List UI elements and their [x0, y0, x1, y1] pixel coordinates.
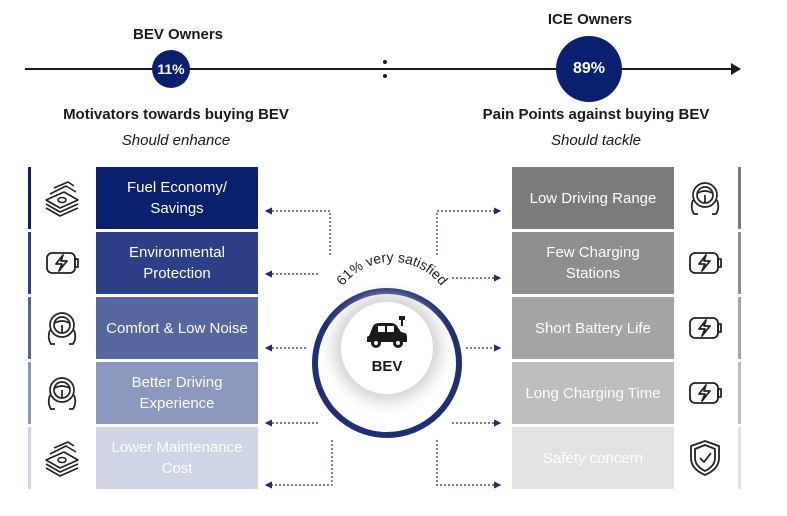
row-marker — [738, 297, 741, 359]
row-marker — [28, 427, 31, 489]
timeline-axis — [25, 68, 733, 70]
satisfaction-arc-text: 61% very satisfied — [333, 249, 451, 288]
electric-car-icon — [367, 316, 407, 348]
battery-charge-icon — [689, 382, 722, 404]
pain-point-short-battery-life: Short Battery Life — [512, 297, 674, 359]
row-marker — [28, 362, 31, 424]
bev-owners-share: 11% — [152, 50, 190, 88]
ice-owners-label: ICE Owners — [547, 11, 633, 28]
pain-points-title: Pain Points against buying BEV — [482, 106, 710, 123]
battery-charge-icon — [689, 252, 722, 274]
ice-owners-share: 89% — [556, 36, 622, 102]
battery-charge-icon — [46, 252, 79, 274]
bev-center-label: BEV — [371, 358, 403, 375]
row-marker — [738, 362, 741, 424]
motivator-better-driving-experience: Better Driving Experience — [96, 362, 258, 424]
separator-dot — [383, 60, 387, 64]
money-stack-icon — [45, 441, 79, 477]
money-stack-icon — [45, 181, 79, 217]
pain-point-safety-concern: Safety concern — [512, 427, 674, 489]
row-marker — [28, 167, 31, 229]
battery-charge-icon — [689, 317, 722, 339]
row-marker — [28, 232, 31, 294]
row-marker — [738, 232, 741, 294]
pain-point-few-charging-stations: Few Charging Stations — [512, 232, 674, 294]
timeline-arrowhead — [731, 63, 741, 75]
satisfaction-text: 61% very satisfied — [333, 249, 451, 288]
motivator-fuel-economy: Fuel Economy/ Savings — [96, 167, 258, 229]
pain-point-long-charging-time: Long Charging Time — [512, 362, 674, 424]
steering-wheel-icon — [47, 312, 77, 345]
separator-dot — [383, 74, 387, 78]
motivator-environmental-protection: Environmental Protection — [96, 232, 258, 294]
bev-owners-label: BEV Owners — [132, 26, 224, 43]
pain-points-subtitle: Should tackle — [550, 132, 642, 149]
row-marker — [738, 427, 741, 489]
motivator-comfort-low-noise: Comfort & Low Noise — [96, 297, 258, 359]
motivators-subtitle: Should enhance — [121, 132, 231, 149]
row-marker — [28, 297, 31, 359]
motivator-lower-maintenance-cost: Lower Maintenance Cost — [96, 427, 258, 489]
bev-inner-circle — [341, 302, 433, 394]
pain-point-low-driving-range: Low Driving Range — [512, 167, 674, 229]
motivators-title: Motivators towards buying BEV — [63, 106, 289, 123]
steering-wheel-icon — [690, 182, 720, 215]
steering-wheel-icon — [47, 377, 77, 410]
row-marker — [738, 167, 741, 229]
shield-check-icon — [690, 440, 720, 476]
svg-text:61% very satisfied: 61% very satisfied — [333, 249, 451, 288]
